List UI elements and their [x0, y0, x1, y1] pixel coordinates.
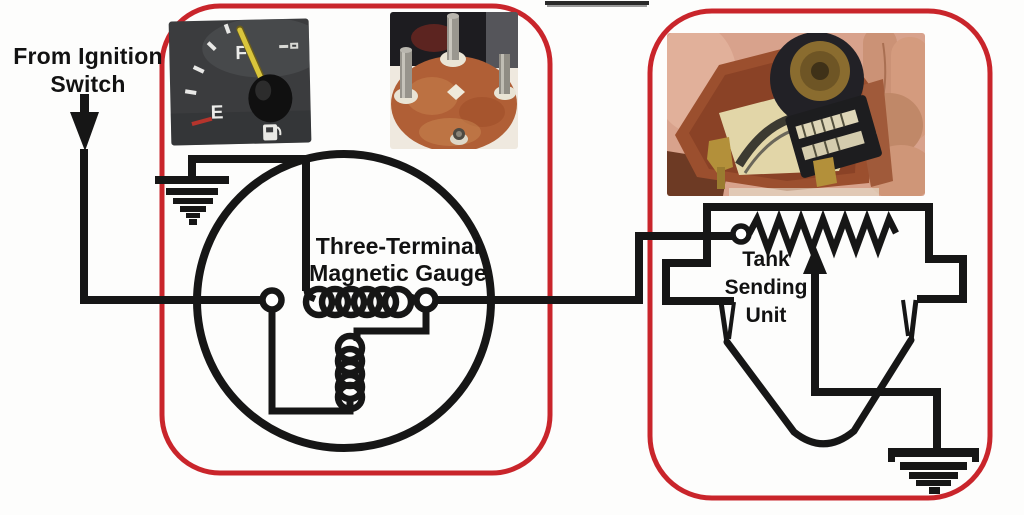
gauge-back-body — [391, 56, 517, 149]
wiper-return-wire — [811, 266, 941, 449]
brass-terminals — [707, 137, 837, 189]
terminal-stud — [494, 54, 516, 100]
resistor-zigzag-icon — [746, 209, 899, 259]
terminal-circle-icon — [259, 287, 285, 313]
gauge-to-sender-wire — [434, 232, 734, 304]
resistor-module — [785, 95, 882, 178]
coil-icon — [334, 332, 366, 413]
gauge-back-photo — [390, 12, 518, 149]
gauge-empty-label: E — [210, 102, 223, 123]
fuel-pump-icon — [263, 124, 282, 141]
top-edge-artifact-shadow — [547, 5, 647, 7]
arrow-up-icon — [803, 245, 827, 274]
terminal-stud — [394, 47, 418, 104]
low-fuel-mark — [191, 116, 213, 127]
gauge-section-box — [159, 3, 553, 476]
ground-icon — [888, 448, 979, 494]
ignition-feed-wire — [80, 149, 262, 304]
photo-red-blotch — [411, 24, 457, 52]
coil-icon — [302, 285, 420, 319]
top-edge-artifact — [545, 1, 649, 5]
sender-section-box — [647, 8, 993, 501]
photo-sheen — [202, 18, 312, 78]
center-hole — [447, 84, 465, 100]
terminal-circle-icon — [730, 223, 752, 245]
gauge-back-photo-art — [390, 12, 518, 149]
fuel-gauge-photo: F E — [168, 18, 312, 146]
sending-unit-photo — [667, 33, 925, 196]
arrow-down-icon — [70, 94, 99, 151]
terminal-circle-icon — [413, 287, 439, 313]
gauge-tick-marks — [184, 23, 231, 95]
terminal-stud — [440, 13, 466, 67]
gauge-full-label: F — [235, 43, 247, 64]
bottom-stud — [450, 128, 468, 145]
sender-housing-outline — [662, 203, 967, 305]
gauge-face-marking — [279, 42, 299, 49]
needle-hub-highlight — [255, 80, 272, 101]
photo-bottom-strip — [729, 188, 879, 196]
sender-funnel — [718, 299, 919, 448]
fuel-gauge-photo-art: F E — [170, 18, 312, 146]
sending-unit-photo-art — [667, 33, 925, 196]
photo-shade — [170, 110, 312, 146]
ground-icon — [155, 176, 229, 225]
